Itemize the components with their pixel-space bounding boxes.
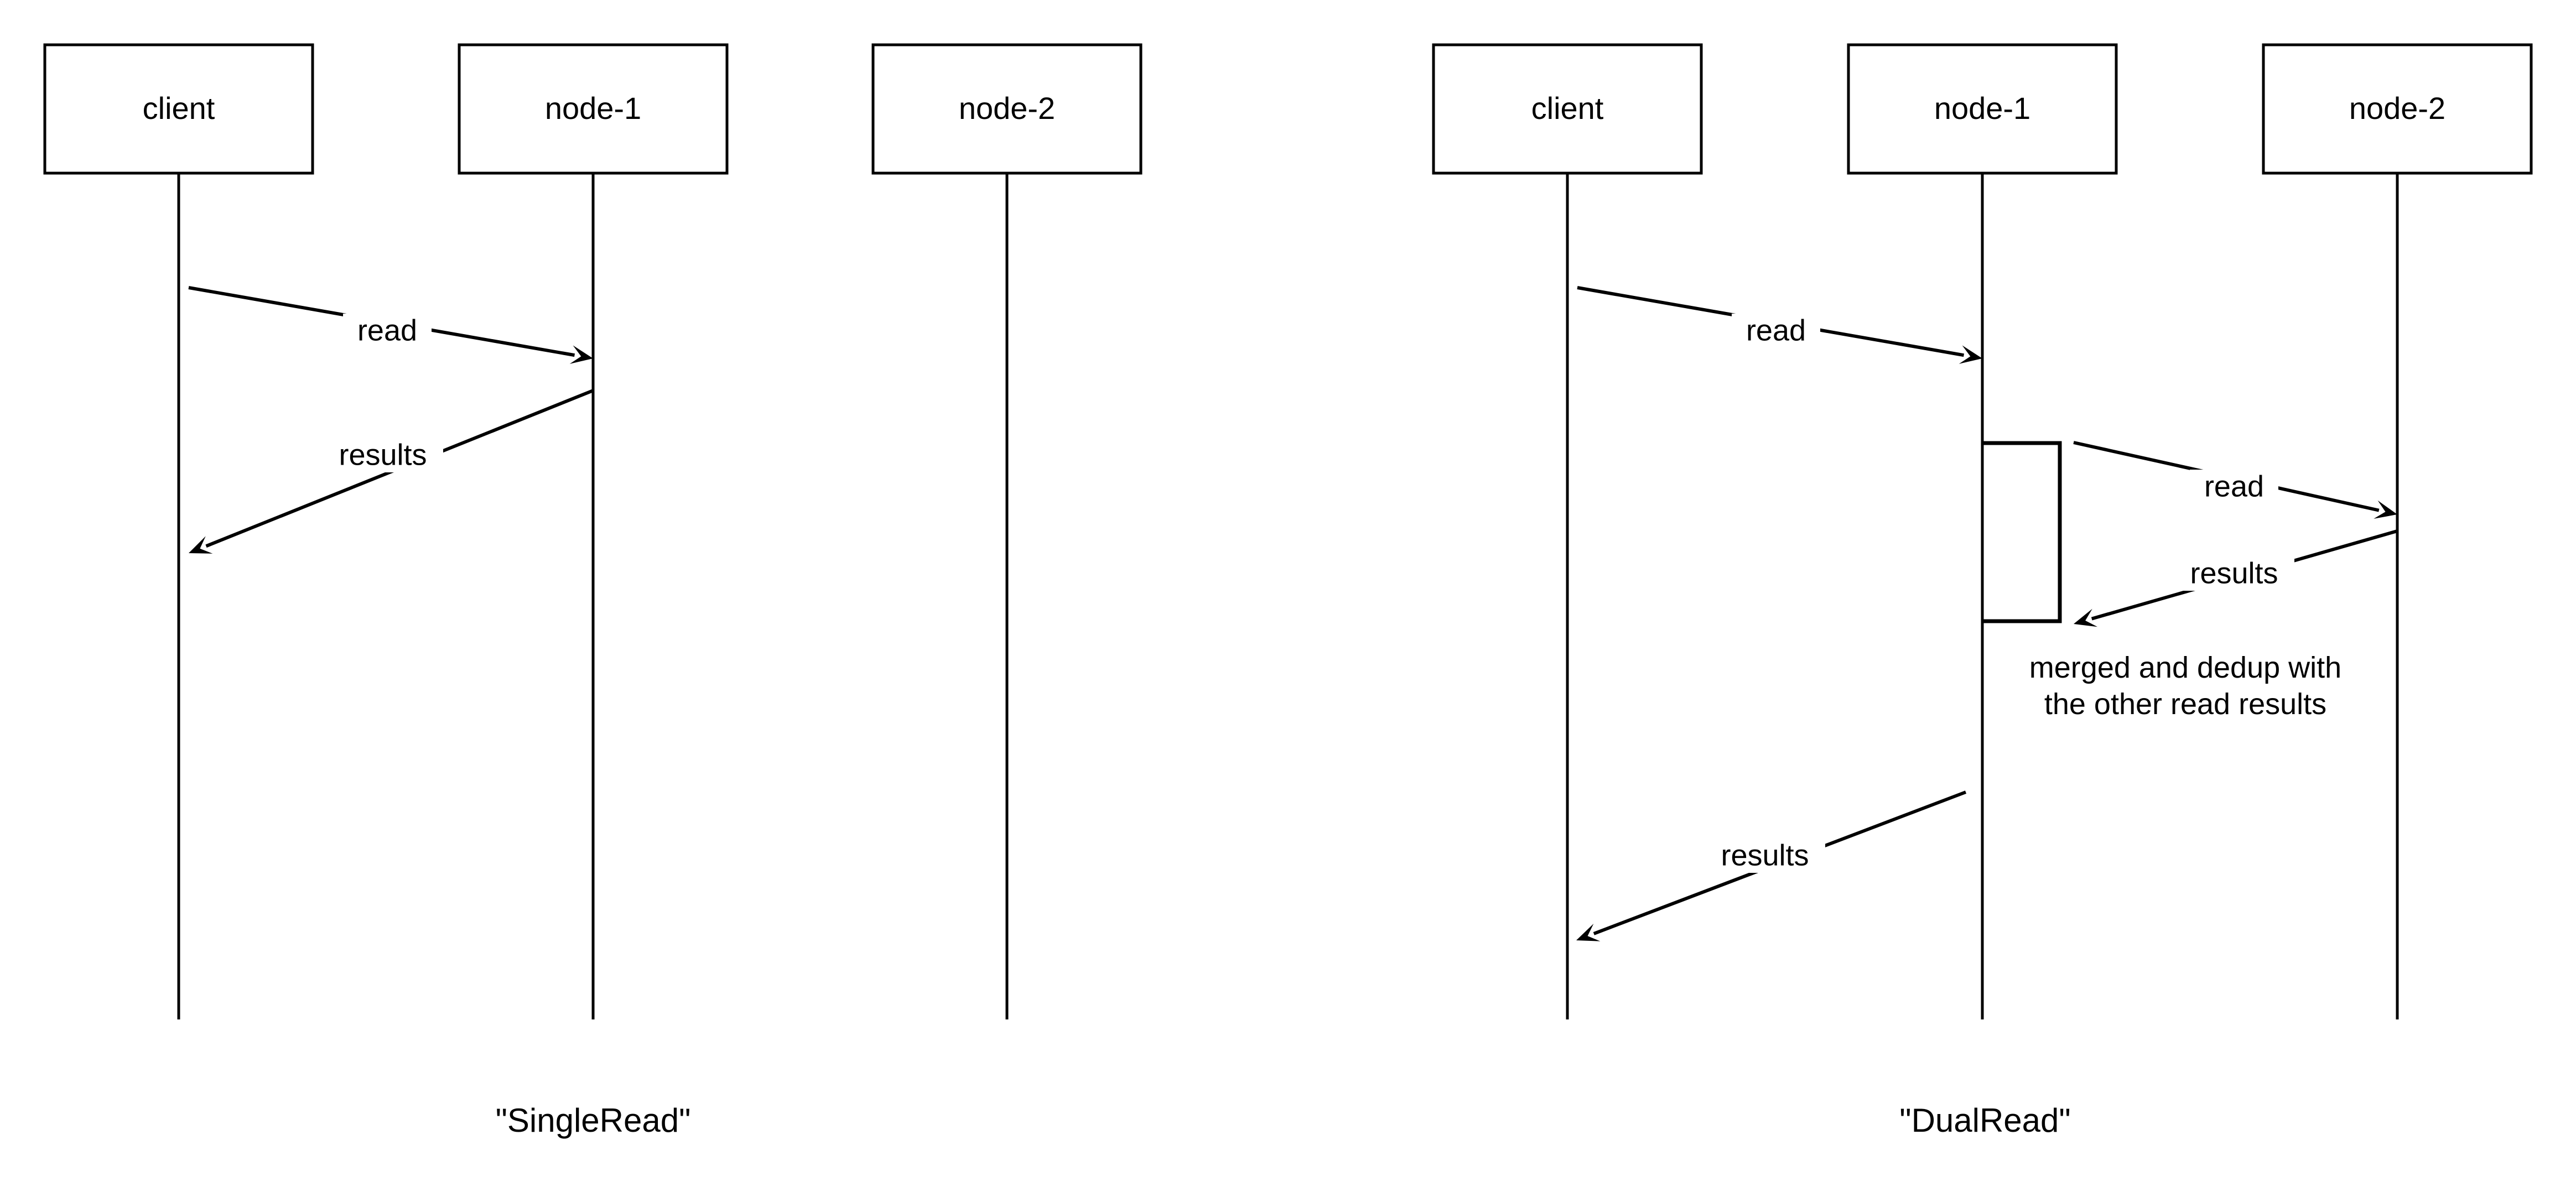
- message-label-backdrop-node1-results-client: [1705, 839, 1825, 873]
- participant-label-node-1: node-1: [1934, 91, 2030, 126]
- panels-layer: client node-1 node-2 read results "SingleRead…: [43, 43, 2533, 1139]
- note-line: merged and dedup with: [2029, 651, 2341, 684]
- note-line: the other read results: [2044, 688, 2326, 721]
- message-label-backdrop-client-read-node1: [343, 314, 432, 348]
- arrow-head-node1-results-client: [189, 536, 213, 554]
- panel-dual-read: client node-1 node-2 read read results results…: [1432, 43, 2533, 1139]
- note-merge-dedup-note: merged and dedup with the other read resu…: [2029, 651, 2341, 721]
- activation-bar-node1-activation: [1982, 441, 2062, 623]
- participant-label-client: client: [1531, 91, 1604, 126]
- arrow-head-node1-read-node2: [2374, 500, 2397, 519]
- participant-box-node-2[interactable]: [871, 43, 1142, 175]
- participant-box-node-1[interactable]: [1847, 43, 2118, 175]
- message-label-backdrop-client-read-node1: [1732, 314, 1820, 348]
- arrow-head-client-read-node1: [569, 345, 593, 364]
- panel-caption-single-read: "SingleRead": [496, 1102, 691, 1139]
- participant-label-node-2: node-2: [2349, 91, 2445, 126]
- arrow-head-node1-results-client: [1576, 923, 1601, 941]
- message-label-node1-results-client: results: [1721, 839, 1809, 872]
- message-label-backdrop-node1-results-client: [323, 438, 443, 472]
- arrow-head-node2-results-node1: [2074, 608, 2098, 627]
- participant-label-node-2: node-2: [959, 91, 1055, 126]
- participant-label-client: client: [143, 91, 215, 126]
- message-label-node1-read-node2: read: [2204, 470, 2264, 503]
- participant-box-node-1[interactable]: [458, 43, 729, 175]
- participant-box-node-2[interactable]: [2262, 43, 2533, 175]
- panel-single-read: client node-1 node-2 read results "SingleRead…: [43, 43, 1142, 1139]
- participant-box-client[interactable]: [1432, 43, 1703, 175]
- panel-caption-dual-read: "DualRead": [1899, 1102, 2070, 1139]
- participant-box-client[interactable]: [43, 43, 314, 175]
- arrow-head-client-read-node1: [1959, 345, 1982, 364]
- message-label-node1-results-client: results: [339, 438, 427, 471]
- message-label-node2-results-node1: results: [2190, 556, 2278, 590]
- message-label-backdrop-node1-read-node2: [2190, 470, 2278, 504]
- message-label-client-read-node1: read: [1746, 314, 1806, 347]
- participant-label-node-1: node-1: [545, 91, 641, 126]
- message-label-client-read-node1: read: [357, 314, 417, 347]
- message-label-backdrop-node2-results-node1: [2174, 556, 2294, 591]
